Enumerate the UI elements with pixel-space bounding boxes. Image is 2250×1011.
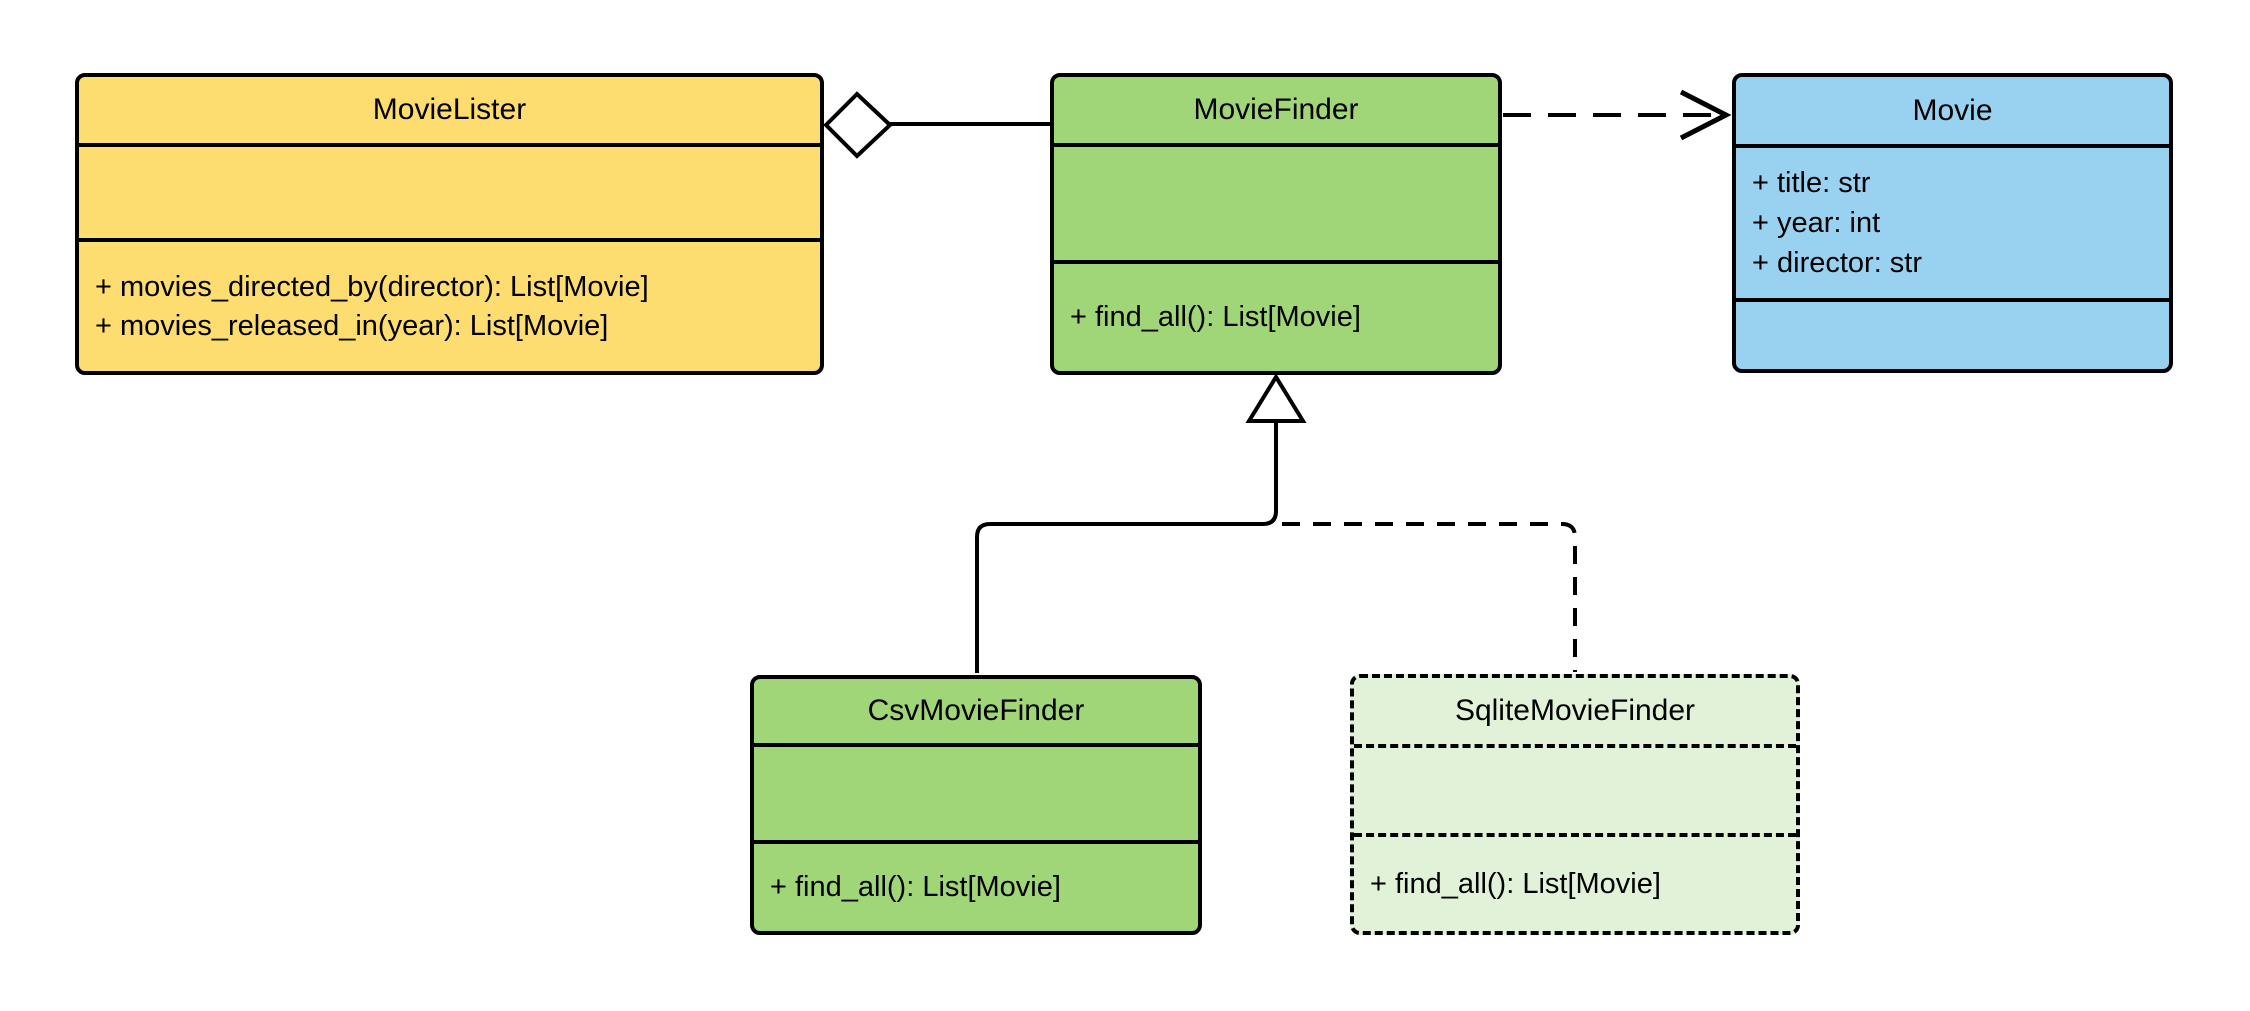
dependency-arrowhead-marker <box>1679 89 1732 141</box>
methods-section: + movies_directed_by(director): List[Mov… <box>79 238 820 371</box>
class-title: MovieLister <box>372 93 527 126</box>
method-line: + find_all(): List[Movie] <box>1370 867 1661 900</box>
class-title: SqliteMovieFinder <box>1454 694 1696 727</box>
aggregation-diamond-marker <box>823 91 893 159</box>
attributes-section <box>1354 744 1796 833</box>
attribute-line: + title: str <box>1752 167 1871 199</box>
class-title: MovieFinder <box>1193 93 1359 126</box>
dependency-connector[interactable] <box>1503 89 1732 141</box>
class-moviefinder[interactable]: MovieFinder + find_all(): List[Movie] <box>1050 73 1502 375</box>
attribute-line: + year: int <box>1752 207 1881 239</box>
method-line: + movies_directed_by(director): List[Mov… <box>95 270 649 303</box>
generalization-solid-line <box>975 421 1278 673</box>
class-title: Movie <box>1912 93 1993 127</box>
methods-section <box>1736 298 2169 369</box>
attributes-section <box>754 743 1198 840</box>
attributes-section: + title: str + year: int + director: str <box>1736 144 2169 298</box>
generalization-dashed-line <box>1282 522 1577 672</box>
generalization-dashed-connector[interactable] <box>1282 522 1577 672</box>
inheritance-triangle-marker <box>1245 373 1307 423</box>
attributes-section <box>79 143 820 238</box>
method-line: + find_all(): List[Movie] <box>770 871 1061 903</box>
methods-section: + find_all(): List[Movie] <box>1354 833 1796 931</box>
class-title: CsvMovieFinder <box>867 694 1085 727</box>
generalization-solid-connector[interactable] <box>975 373 1307 673</box>
class-csvmoviefinder[interactable]: CsvMovieFinder + find_all(): List[Movie] <box>750 675 1202 935</box>
class-movie[interactable]: Movie + title: str + year: int + directo… <box>1732 73 2173 373</box>
method-line: + movies_released_in(year): List[Movie] <box>95 309 609 342</box>
attributes-section <box>1054 143 1498 260</box>
class-movielister[interactable]: MovieLister + movies_directed_by(directo… <box>75 73 824 375</box>
aggregation-connector[interactable] <box>823 91 1052 159</box>
attribute-line: + director: str <box>1752 247 1923 279</box>
class-sqlitemoviefinder[interactable]: SqliteMovieFinder + find_all(): List[Mov… <box>1350 674 1800 935</box>
method-line: + find_all(): List[Movie] <box>1070 301 1361 333</box>
methods-section: + find_all(): List[Movie] <box>1054 260 1498 371</box>
methods-section: + find_all(): List[Movie] <box>754 840 1198 931</box>
